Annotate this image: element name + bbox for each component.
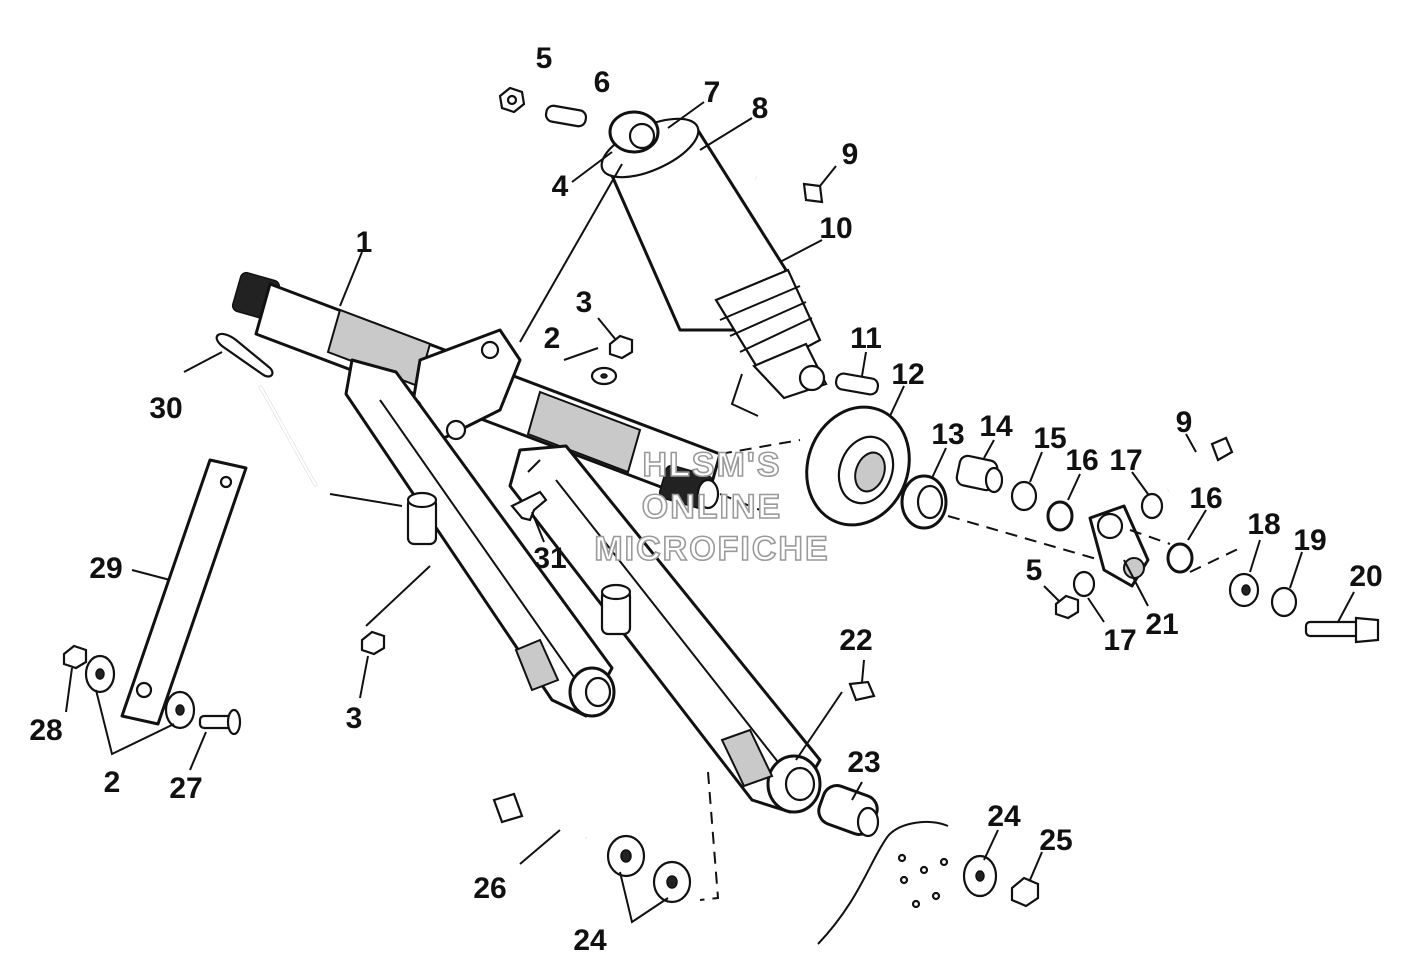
callout-27: 27 — [169, 772, 202, 805]
callout-17-b: 17 — [1103, 624, 1136, 657]
callout-2-lower: 2 — [104, 766, 121, 799]
callout-8: 8 — [752, 92, 769, 125]
callout-26: 26 — [473, 872, 506, 905]
hardware-parts — [62, 86, 1380, 945]
callout-11: 11 — [850, 322, 882, 355]
callout-24-lower: 24 — [573, 924, 607, 957]
shock-absorber — [600, 110, 828, 417]
callout-22: 22 — [839, 624, 872, 657]
callout-29: 29 — [89, 552, 122, 585]
callout-23: 23 — [847, 746, 880, 779]
bushing-16-b — [1166, 542, 1194, 574]
callout-5-right: 5 — [1026, 554, 1043, 587]
callout-labels: 1 2 2 3 3 4 5 5 6 7 8 9 9 10 11 12 13 14… — [29, 42, 1382, 957]
frame-fragment — [817, 820, 949, 945]
nut-3-top — [608, 334, 634, 360]
callout-5-top: 5 — [536, 42, 553, 75]
nut-25 — [1010, 876, 1040, 908]
callout-6: 6 — [594, 66, 611, 99]
callout-13: 13 — [931, 418, 964, 451]
bushing-16-a — [1046, 500, 1074, 532]
callout-18: 18 — [1247, 508, 1280, 541]
callout-16-b: 16 — [1189, 482, 1222, 515]
callout-2-top: 2 — [544, 322, 561, 355]
washer-15 — [1010, 480, 1038, 512]
rear-arm-assembly — [231, 271, 822, 814]
leader-lines — [65, 101, 1355, 924]
callout-1: 1 — [356, 226, 373, 259]
callout-19: 19 — [1293, 524, 1326, 557]
callout-10: 10 — [819, 212, 852, 245]
nut-28 — [62, 644, 88, 670]
grease-fitting-22 — [848, 680, 876, 702]
callout-25: 25 — [1039, 824, 1072, 857]
strap-29 — [120, 458, 248, 726]
callout-4: 4 — [552, 170, 569, 203]
callout-16-a: 16 — [1065, 444, 1098, 477]
callout-14: 14 — [979, 410, 1013, 443]
watermark-line-3: MICROFICHE — [594, 530, 829, 568]
callout-21: 21 — [1145, 608, 1178, 641]
pin-11 — [834, 372, 880, 396]
callout-9-right: 9 — [1176, 406, 1193, 439]
watermark-line-2: ONLINE — [642, 488, 782, 526]
pin-30 — [215, 332, 274, 378]
washer-19 — [1270, 586, 1298, 618]
callout-3-top: 3 — [576, 286, 593, 319]
callout-31: 31 — [533, 542, 566, 575]
washer-17-b — [1072, 570, 1096, 598]
callout-17-a: 17 — [1109, 444, 1142, 477]
callout-28: 28 — [29, 714, 62, 747]
callout-20: 20 — [1349, 560, 1382, 593]
callout-9-top: 9 — [842, 138, 859, 171]
bolt-31 — [510, 490, 548, 522]
watermark: HLSM'S ONLINE MICROFICHE — [594, 445, 829, 569]
callout-12: 12 — [891, 358, 924, 391]
pin-6 — [544, 104, 588, 128]
callout-15: 15 — [1033, 422, 1066, 455]
nut-5-right — [1054, 594, 1080, 620]
nut-3-lower — [360, 630, 386, 656]
callout-3-lower: 3 — [346, 702, 363, 735]
watermark-line-1: HLSM'S — [642, 446, 781, 484]
washer-17-a — [1140, 492, 1164, 520]
callout-24-right: 24 — [987, 800, 1021, 833]
callout-30: 30 — [149, 392, 182, 425]
callout-7: 7 — [704, 76, 721, 109]
center-lines — [699, 439, 1241, 901]
